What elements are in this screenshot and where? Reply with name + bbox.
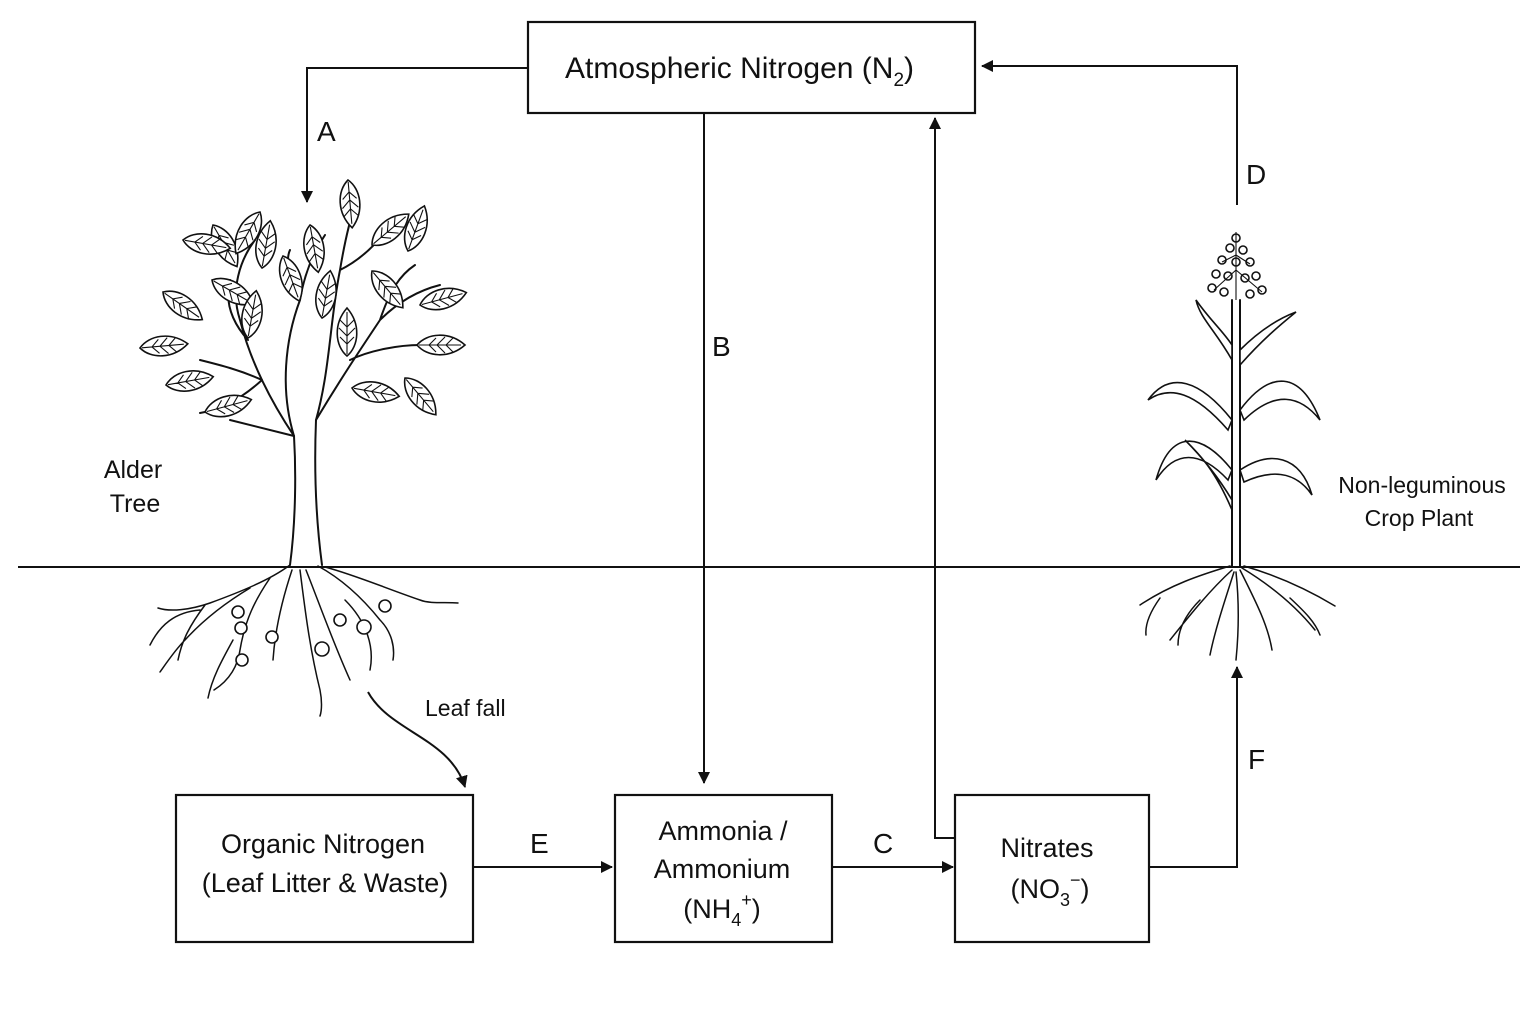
arrow-denitrification	[929, 117, 956, 839]
crop-plant-illustration	[1139, 232, 1336, 661]
label-f: F	[1248, 744, 1265, 775]
nitrates-line1: Nitrates	[1000, 833, 1093, 863]
leaf-fall-label: Leaf fall	[425, 695, 506, 721]
label-e: E	[530, 828, 549, 859]
alder-tree-illustration	[138, 178, 470, 717]
arrow-leaf-fall	[367, 691, 468, 788]
ammonia-line1: Ammonia /	[658, 816, 788, 846]
box-organic-nitrogen: Organic Nitrogen (Leaf Litter & Waste)	[174, 793, 475, 944]
crop-label-line1: Non-leguminous	[1338, 472, 1505, 498]
box-atmospheric-nitrogen: Atmospheric Nitrogen (N2)	[526, 20, 977, 115]
label-d: D	[1246, 159, 1266, 190]
label-b: B	[712, 331, 731, 362]
arrow-a	[301, 67, 528, 203]
organic-line2: (Leaf Litter & Waste)	[202, 868, 449, 898]
label-c: C	[873, 828, 893, 859]
atmospheric-label: Atmospheric Nitrogen (N2)	[565, 52, 914, 91]
box-nitrates: Nitrates (NO3−)	[953, 793, 1151, 944]
crop-label-line2: Crop Plant	[1365, 505, 1474, 531]
box-ammonia: Ammonia / Ammonium (NH4+)	[613, 793, 834, 944]
arrow-f	[1150, 666, 1243, 868]
ammonia-formula: (NH4+)	[683, 890, 761, 930]
alder-label-line1: Alder	[104, 456, 162, 484]
label-a: A	[317, 116, 336, 147]
ammonia-line2: Ammonium	[654, 854, 791, 884]
alder-label-line2: Tree	[110, 490, 160, 518]
organic-line1: Organic Nitrogen	[221, 829, 425, 859]
arrow-d	[981, 60, 1238, 205]
nitrates-formula: (NO3−)	[1010, 870, 1089, 910]
